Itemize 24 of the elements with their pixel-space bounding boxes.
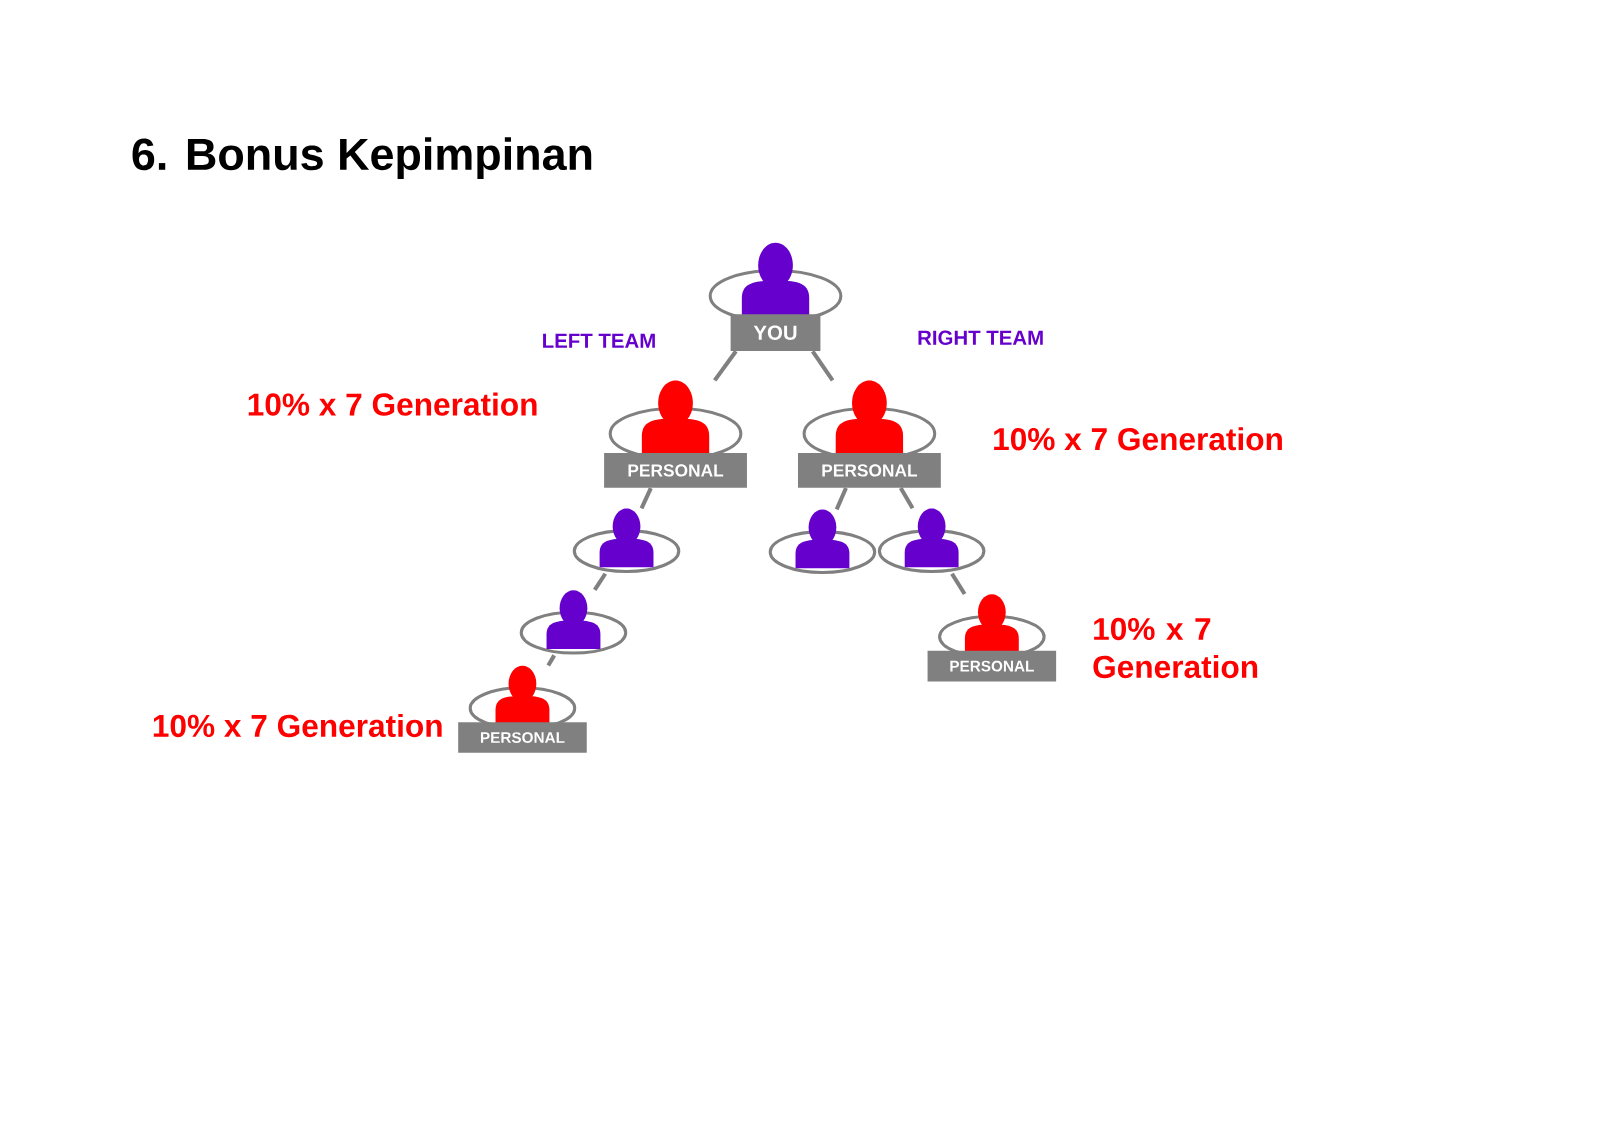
bonus-note: 10% x 7 Generation: [1093, 618, 1258, 679]
connector-line: [639, 487, 653, 510]
bonus-note: 10% x 7 Generation: [153, 714, 442, 738]
connector-line: [811, 350, 835, 382]
name-tag: YOU: [730, 314, 821, 352]
connector-line: [546, 654, 556, 667]
connector-line: [713, 350, 738, 382]
person-icon: [768, 509, 877, 575]
person-icon: [519, 590, 628, 655]
name-tag: PERSONAL: [798, 453, 941, 488]
connector-line: [950, 572, 967, 596]
title: 6. Bonus Kepimpinan: [132, 137, 592, 180]
name-tag: PERSONAL: [604, 453, 747, 488]
person-icon: [877, 508, 986, 574]
team-label: LEFT TEAM: [543, 334, 655, 349]
name-tag: PERSONAL: [458, 722, 587, 754]
name-tag: PERSONAL: [927, 651, 1057, 682]
connector-line: [899, 487, 915, 510]
bonus-note: 10% x 7 Generation: [994, 427, 1282, 451]
connector-line: [834, 487, 848, 511]
connector-line: [593, 572, 607, 592]
person-icon: [572, 508, 681, 574]
bonus-note: 10% x 7 Generation: [248, 392, 537, 416]
team-label: RIGHT TEAM: [918, 330, 1043, 346]
